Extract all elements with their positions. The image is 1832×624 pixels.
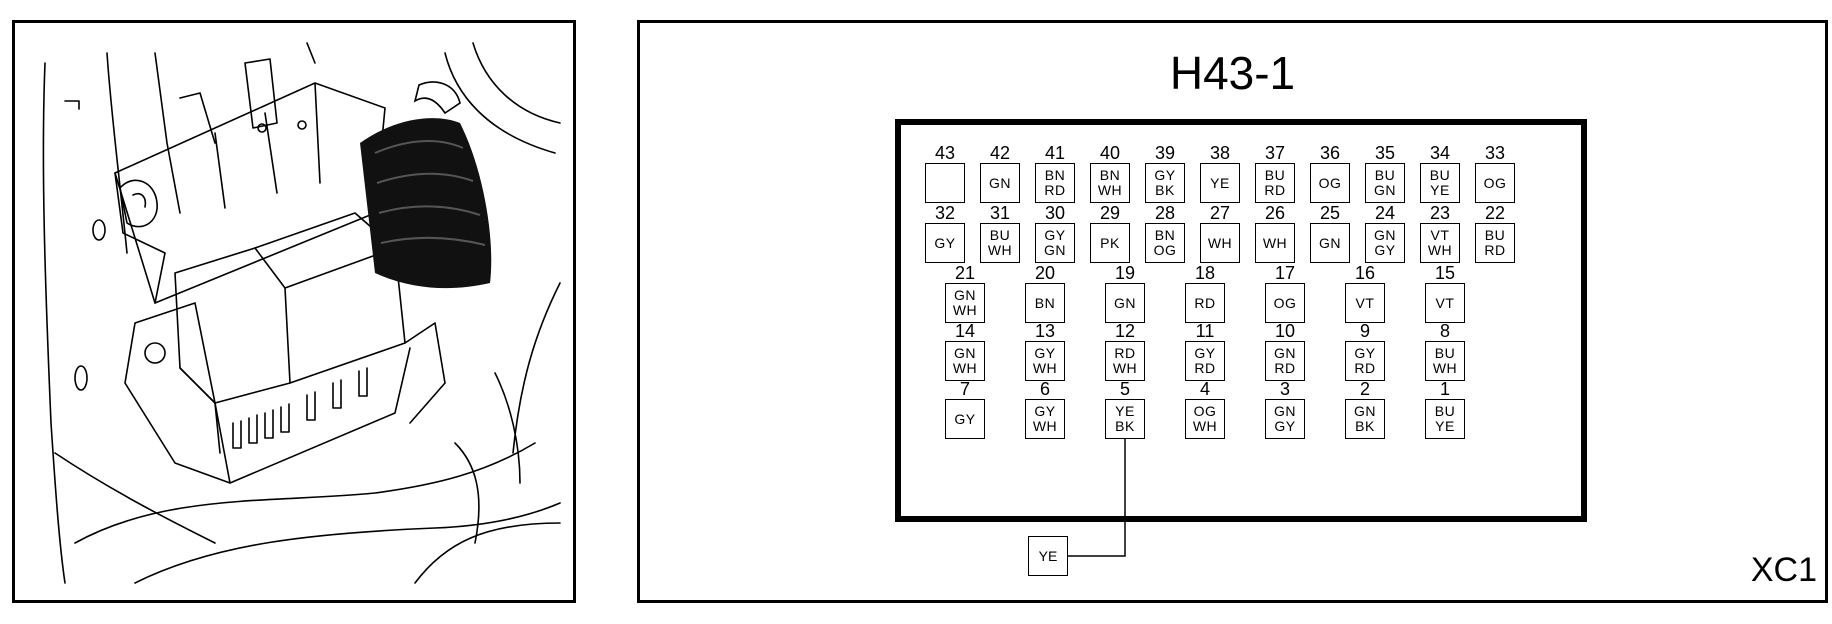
pin-wire-color: OG xyxy=(1265,283,1305,323)
harness-connector-shape xyxy=(360,81,492,289)
pin-wire-color: GN xyxy=(1105,283,1145,323)
pin-number: 22 xyxy=(1484,203,1506,223)
pin-number: 3 xyxy=(1279,379,1290,399)
pin-wire-color: BN OG xyxy=(1145,223,1185,263)
pin-number: 6 xyxy=(1039,379,1050,399)
pin-wire-color: BN xyxy=(1025,283,1065,323)
pin-number: 34 xyxy=(1429,143,1451,163)
pin-number: 15 xyxy=(1434,263,1456,283)
pin-number: 14 xyxy=(954,321,976,341)
pin-number: 27 xyxy=(1209,203,1231,223)
pin-number: 39 xyxy=(1154,143,1176,163)
pin-wire-color: GY WH xyxy=(1025,399,1065,439)
pin-wire-color xyxy=(925,163,965,203)
pin-number: 20 xyxy=(1034,263,1056,283)
pin-wire-color: OG WH xyxy=(1185,399,1225,439)
pin-wire-color: BU YE xyxy=(1425,399,1465,439)
pin-number: 12 xyxy=(1114,321,1136,341)
dashboard-line-drawing xyxy=(42,42,561,584)
pin-number: 42 xyxy=(989,143,1011,163)
pin-wire-color: GN xyxy=(980,163,1020,203)
pin-number: 30 xyxy=(1044,203,1066,223)
connector-body xyxy=(895,119,1587,522)
pin-number: 4 xyxy=(1199,379,1210,399)
pin-wire-color: OG xyxy=(1475,163,1515,203)
pin-wire-color: GY GN xyxy=(1035,223,1075,263)
pin-number: 41 xyxy=(1044,143,1066,163)
pin-number: 7 xyxy=(959,379,970,399)
pin-number: 18 xyxy=(1194,263,1216,283)
pin-wire-color: BU WH xyxy=(1425,341,1465,381)
pin-wire-color: BN RD xyxy=(1035,163,1075,203)
pin-wire-color: GN RD xyxy=(1265,341,1305,381)
pin-wire-color: RD xyxy=(1185,283,1225,323)
pin-number: 36 xyxy=(1319,143,1341,163)
pin-number: 11 xyxy=(1195,321,1215,341)
pin-number: 29 xyxy=(1099,203,1121,223)
pin-wire-color: GN GY xyxy=(1265,399,1305,439)
pin-number: 35 xyxy=(1374,143,1396,163)
pin-number: 25 xyxy=(1319,203,1341,223)
pin-number: 37 xyxy=(1264,143,1286,163)
pin-number: 23 xyxy=(1429,203,1451,223)
connector-code: XC1 xyxy=(1750,551,1817,589)
pin-number: 31 xyxy=(989,203,1011,223)
pin-number: 5 xyxy=(1119,379,1130,399)
pin-wire-color: WH xyxy=(1255,223,1295,263)
pin-wire-color: VT xyxy=(1425,283,1465,323)
external-wire-box: YE xyxy=(1028,536,1068,576)
pin-number: 10 xyxy=(1274,321,1296,341)
pin-wire-color: GN GY xyxy=(1365,223,1405,263)
pin-number: 8 xyxy=(1439,321,1450,341)
pin-wire-color: GY RD xyxy=(1345,341,1385,381)
pin-wire-color: BN WH xyxy=(1090,163,1130,203)
connector-title: H43-1 xyxy=(1169,47,1296,99)
pin-number: 40 xyxy=(1099,143,1121,163)
pin-wire-color: BU YE xyxy=(1420,163,1460,203)
pin-wire-color: GN WH xyxy=(945,341,985,381)
pin-number: 13 xyxy=(1034,321,1056,341)
pin-wire-color: BU GN xyxy=(1365,163,1405,203)
external-wire-line xyxy=(1068,439,1126,557)
pin-wire-color: RD WH xyxy=(1105,341,1145,381)
pin-number: 19 xyxy=(1114,263,1136,283)
pin-wire-color: GN xyxy=(1310,223,1350,263)
pin-wire-color: YE BK xyxy=(1105,399,1145,439)
pin-wire-color: GY xyxy=(945,399,985,439)
pin-wire-color: YE xyxy=(1200,163,1240,203)
pin-number: 2 xyxy=(1359,379,1370,399)
pin-number: 28 xyxy=(1154,203,1176,223)
pin-wire-color: OG xyxy=(1310,163,1350,203)
pin-number: 38 xyxy=(1209,143,1231,163)
pin-wire-color: VT WH xyxy=(1420,223,1460,263)
pin-wire-color: PK xyxy=(1090,223,1130,263)
pin-number: 9 xyxy=(1359,321,1370,341)
pin-number: 21 xyxy=(954,263,976,283)
pin-number: 1 xyxy=(1439,379,1450,399)
pin-number: 24 xyxy=(1374,203,1396,223)
pin-wire-color: GY BK xyxy=(1145,163,1185,203)
pin-number: 26 xyxy=(1264,203,1286,223)
pin-number: 17 xyxy=(1274,263,1296,283)
pin-wire-color: WH xyxy=(1200,223,1240,263)
pin-wire-color: GN BK xyxy=(1345,399,1385,439)
pin-wire-color: BU RD xyxy=(1475,223,1515,263)
pin-number: 43 xyxy=(934,143,956,163)
pin-wire-color: VT xyxy=(1345,283,1385,323)
pin-wire-color: BU WH xyxy=(980,223,1020,263)
pin-number: 32 xyxy=(934,203,956,223)
pin-wire-color: GY WH xyxy=(1025,341,1065,381)
pin-number: 16 xyxy=(1354,263,1376,283)
pin-number: 33 xyxy=(1484,143,1506,163)
pin-wire-color: GY RD xyxy=(1185,341,1225,381)
pin-wire-color: GY xyxy=(925,223,965,263)
connector-location-illustration xyxy=(12,20,576,603)
pin-wire-color: BU RD xyxy=(1255,163,1295,203)
pin-wire-color: GN WH xyxy=(945,283,985,323)
